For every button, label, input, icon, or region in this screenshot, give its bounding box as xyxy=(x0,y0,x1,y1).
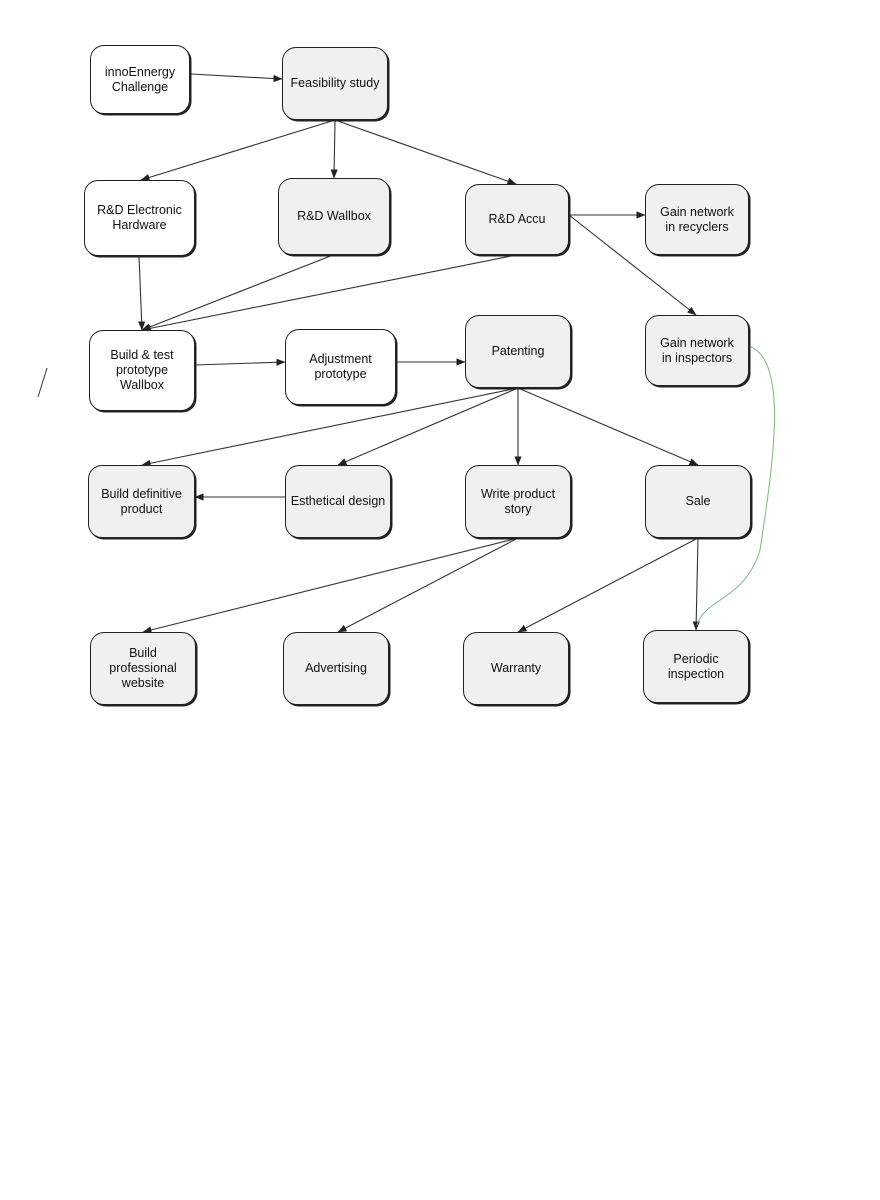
edges-layer xyxy=(138,73,775,634)
node-write-product-story[interactable]: Write product story xyxy=(465,465,571,538)
edge-feasibility-to-rd_wallbox[interactable] xyxy=(330,119,338,179)
node-build-test-prototype[interactable]: Build & test prototype Wallbox xyxy=(89,330,195,411)
node-label: Advertising xyxy=(305,661,367,675)
node-patenting[interactable]: Patenting xyxy=(465,315,571,388)
node-label: Periodic inspection xyxy=(667,651,725,681)
node-label: Build & test prototype Wallbox xyxy=(110,348,174,392)
edge-rd_electronic-to-build_test[interactable] xyxy=(138,255,146,331)
edge-feasibility-to-rd_accu[interactable] xyxy=(334,119,517,185)
node-rd-electronic-hardware[interactable]: R&D Electronic Hardware xyxy=(84,180,195,256)
node-label: Write product story xyxy=(480,486,556,516)
edge-feasibility-to-rd_electronic[interactable] xyxy=(140,119,336,181)
node-warranty[interactable]: Warranty xyxy=(463,632,569,705)
edge-sale-to-warranty[interactable] xyxy=(517,537,699,633)
edge-gain_inspectors-to-periodic[interactable] xyxy=(696,345,775,626)
node-label: R&D Wallbox xyxy=(297,209,371,223)
edge-rd_accu-to-gain_inspectors[interactable] xyxy=(568,214,697,316)
node-label: Warranty xyxy=(490,661,542,675)
edge-patenting-to-sale[interactable] xyxy=(517,387,699,466)
node-gain-network-inspectors[interactable]: Gain network in inspectors xyxy=(645,315,749,386)
stray-stroke xyxy=(37,367,48,398)
node-periodic-inspection[interactable]: Periodic inspection xyxy=(643,630,749,703)
node-label: innoEnnergy Challenge xyxy=(104,64,176,94)
node-label: R&D Accu xyxy=(488,212,546,226)
node-gain-network-recyclers[interactable]: Gain network in recyclers xyxy=(645,184,749,255)
edge-patenting-to-build_definitive[interactable] xyxy=(141,387,519,467)
node-sale[interactable]: Sale xyxy=(645,465,751,538)
edge-innoenergy-to-feasibility[interactable] xyxy=(190,73,283,83)
node-label: Patenting xyxy=(491,344,545,358)
node-label: Build definitive product xyxy=(101,486,182,516)
node-innoenergy-challenge[interactable]: innoEnnergy Challenge xyxy=(90,45,190,114)
node-build-professional-website[interactable]: Build professional website xyxy=(90,632,196,705)
node-build-definitive-product[interactable]: Build definitive product xyxy=(88,465,195,538)
node-feasibility-study[interactable]: Feasibility study xyxy=(282,47,388,120)
node-label: Esthetical design xyxy=(290,494,386,508)
node-rd-wallbox[interactable]: R&D Wallbox xyxy=(278,178,390,255)
node-esthetical-design[interactable]: Esthetical design xyxy=(285,465,391,538)
node-label: Build professional website xyxy=(109,646,177,690)
node-label: Adjustment prototype xyxy=(309,352,372,381)
node-label: Feasibility study xyxy=(290,76,380,90)
edge-sale-to-periodic[interactable] xyxy=(692,537,700,631)
node-adjustment-prototype[interactable]: Adjustment prototype xyxy=(285,329,396,405)
edge-patenting-to-esthetical[interactable] xyxy=(337,387,519,466)
edge-build_test-to-adjustment[interactable] xyxy=(194,358,286,366)
node-label: Sale xyxy=(685,494,711,508)
node-advertising[interactable]: Advertising xyxy=(283,632,389,705)
node-label: Gain network in inspectors xyxy=(660,335,734,365)
node-rd-accu[interactable]: R&D Accu xyxy=(465,184,569,255)
edge-write_story-to-advertising[interactable] xyxy=(337,537,519,633)
edge-rd_wallbox-to-build_test[interactable] xyxy=(141,254,334,331)
node-label: Gain network in recyclers xyxy=(660,204,734,234)
edge-write_story-to-build_website[interactable] xyxy=(142,537,519,634)
edge-rd_accu-to-build_test[interactable] xyxy=(141,254,517,332)
node-label: R&D Electronic Hardware xyxy=(97,203,182,232)
